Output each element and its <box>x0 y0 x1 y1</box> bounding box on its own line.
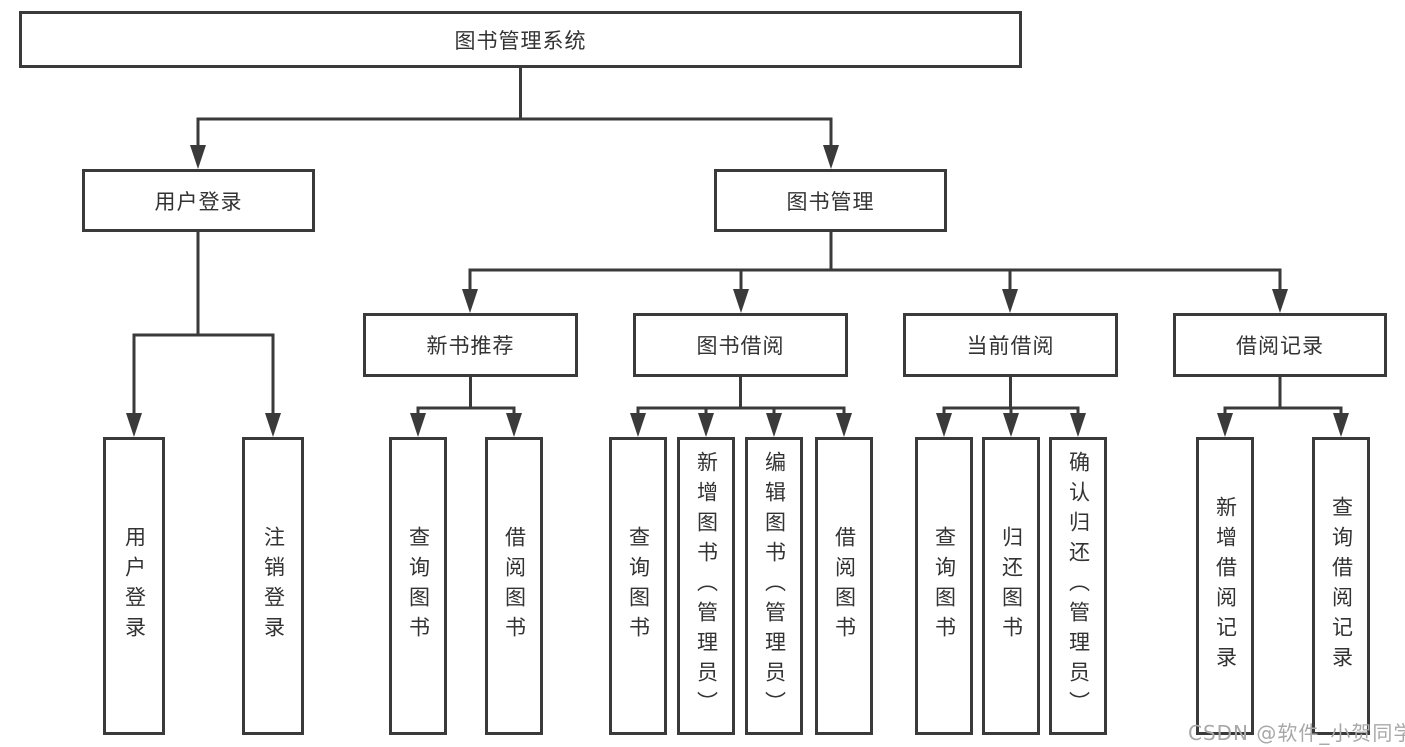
leaf-newbooks-query: 查询图书 <box>389 437 447 735</box>
arrow-down <box>630 413 646 437</box>
leaf-records-add: 新增借阅记录 <box>1196 437 1254 735</box>
arrow-down <box>1003 413 1019 437</box>
node-current-borrow: 当前借阅 <box>903 313 1118 377</box>
connector-paths <box>132 68 1343 417</box>
leaf-borrow-add-label: 新增图书（管理员） <box>694 451 719 721</box>
connector-new-books <box>416 377 516 417</box>
arrow-down <box>506 413 522 437</box>
connector-current <box>942 377 1080 417</box>
arrow-down <box>190 145 206 169</box>
leaf-user-login: 用户登录 <box>103 437 165 735</box>
leaf-logout-label: 注销登录 <box>261 526 286 646</box>
arrow-down <box>823 145 839 169</box>
leaf-borrow-query-label: 查询图书 <box>626 526 651 646</box>
arrow-down <box>733 289 749 313</box>
node-borrow-records: 借阅记录 <box>1173 313 1387 377</box>
arrow-down <box>1272 289 1288 313</box>
leaf-current-confirm: 确认归还（管理员） <box>1049 437 1107 735</box>
arrow-down <box>936 413 952 437</box>
arrow-down <box>410 413 426 437</box>
node-book-mgmt: 图书管理 <box>714 169 947 232</box>
leaf-newbooks-borrow: 借阅图书 <box>485 437 543 735</box>
connector-book-mgmt <box>468 232 1282 293</box>
leaf-borrow-borrow-label: 借阅图书 <box>832 526 857 646</box>
arrow-down <box>126 413 142 437</box>
leaf-borrow-edit-label: 编辑图书（管理员） <box>762 451 787 721</box>
leaf-current-return-label: 归还图书 <box>999 526 1024 646</box>
node-user-login: 用户登录 <box>82 169 315 232</box>
arrow-down <box>836 413 852 437</box>
arrow-down <box>698 413 714 437</box>
leaf-newbooks-borrow-label: 借阅图书 <box>502 526 527 646</box>
arrow-down <box>265 413 281 437</box>
leaf-current-query: 查询图书 <box>915 437 973 735</box>
node-book-borrow: 图书借阅 <box>633 313 848 377</box>
node-new-books: 新书推荐 <box>363 313 578 377</box>
node-borrow-records-label: 借阅记录 <box>1236 334 1324 358</box>
arrowheads <box>126 145 1349 437</box>
leaf-current-return: 归还图书 <box>982 437 1040 735</box>
node-book-borrow-label: 图书借阅 <box>696 334 785 358</box>
leaf-records-query-label: 查询借阅记录 <box>1329 496 1354 676</box>
leaf-newbooks-query-label: 查询图书 <box>406 526 431 646</box>
arrow-down <box>1070 413 1086 437</box>
watermark: CSDN @软件_小贺同学 <box>1188 721 1405 745</box>
node-new-books-label: 新书推荐 <box>426 334 515 358</box>
connector-records <box>1223 377 1343 417</box>
leaf-logout: 注销登录 <box>242 437 304 735</box>
arrow-down <box>462 289 478 313</box>
node-current-borrow-label: 当前借阅 <box>966 334 1055 358</box>
arrow-down <box>766 413 782 437</box>
node-book-mgmt-label: 图书管理 <box>786 189 875 214</box>
leaf-records-add-label: 新增借阅记录 <box>1213 496 1238 676</box>
node-root-label: 图书管理系统 <box>454 28 587 53</box>
leaf-borrow-add: 新增图书（管理员） <box>677 437 735 735</box>
arrow-down <box>1002 289 1018 313</box>
node-user-login-label: 用户登录 <box>154 189 243 214</box>
leaf-current-confirm-label: 确认归还（管理员） <box>1066 451 1091 721</box>
leaf-records-query: 查询借阅记录 <box>1312 437 1370 735</box>
leaf-current-query-label: 查询图书 <box>932 526 957 646</box>
leaf-borrow-borrow: 借阅图书 <box>815 437 873 735</box>
leaf-borrow-query: 查询图书 <box>609 437 667 735</box>
connector-root <box>196 68 833 149</box>
leaf-borrow-edit: 编辑图书（管理员） <box>745 437 803 735</box>
leaf-user-login-label: 用户登录 <box>122 526 147 646</box>
arrow-down <box>1333 413 1349 437</box>
connector-user-login <box>132 232 275 417</box>
arrow-down <box>1217 413 1233 437</box>
connector-borrow <box>636 377 846 417</box>
node-root: 图书管理系统 <box>19 11 1022 68</box>
